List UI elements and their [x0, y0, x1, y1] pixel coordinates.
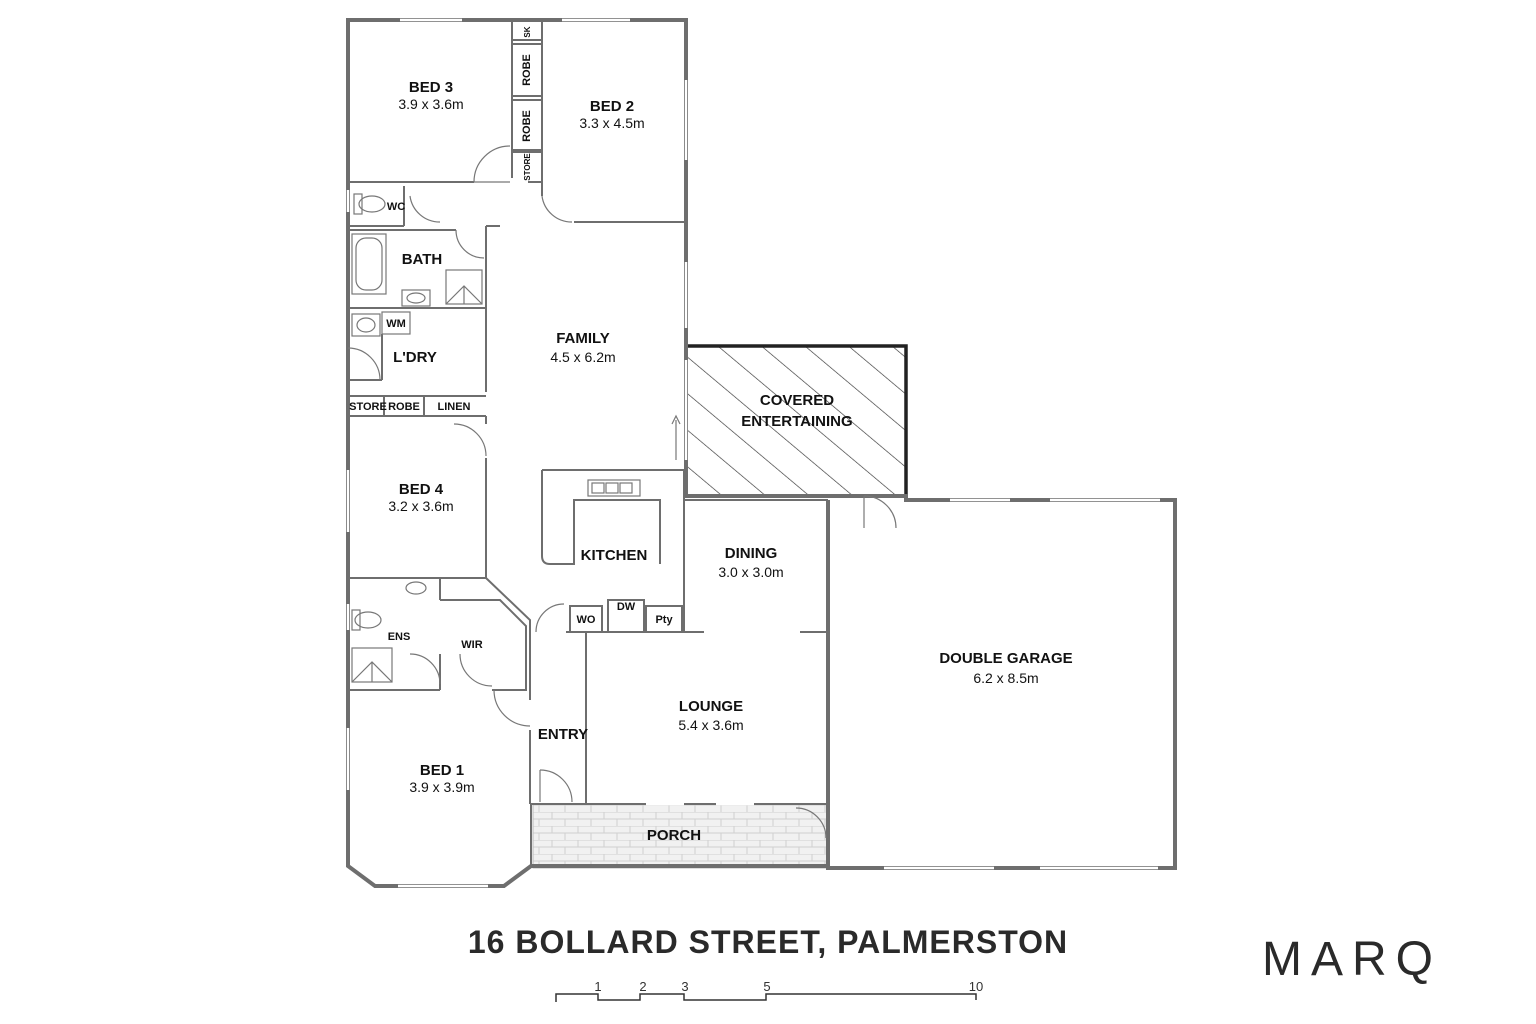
porch-label: PORCH [647, 827, 701, 844]
dining-dims: 3.0 x 3.0m [718, 564, 783, 580]
family-label: FAMILY [556, 330, 610, 347]
linen-label: LINEN [438, 401, 471, 413]
porch-paving [532, 803, 828, 869]
scale-tick-2: 2 [639, 979, 646, 994]
bed4-dims: 3.2 x 3.6m [388, 498, 453, 514]
robe-b-label: ROBE [521, 110, 533, 142]
bed3-dims: 3.9 x 3.6m [398, 96, 463, 112]
bed3-label: BED 3 [409, 79, 453, 96]
covered-label-2: ENTERTAINING [741, 413, 852, 430]
garage-label: DOUBLE GARAGE [939, 650, 1072, 667]
dining-label: DINING [725, 545, 778, 562]
interior-walls [348, 20, 828, 805]
wm-label: WM [386, 318, 406, 330]
pantry-label: Pty [655, 614, 673, 626]
family-dims: 4.5 x 6.2m [550, 349, 615, 365]
scale-tick-1: 1 [594, 979, 601, 994]
scale-tick-5: 5 [763, 979, 770, 994]
store-vertical-label: STORE [523, 153, 532, 181]
doors [347, 145, 897, 839]
lounge-label: LOUNGE [679, 698, 743, 715]
windows [346, 18, 1160, 888]
bed2-dims: 3.3 x 4.5m [579, 115, 644, 131]
wo-label: WO [577, 614, 596, 626]
bed2-label: BED 2 [590, 98, 634, 115]
laundry-label: L'DRY [393, 349, 437, 366]
store-label: STORE [349, 401, 387, 413]
bed1-label: BED 1 [420, 762, 464, 779]
fixtures [351, 193, 641, 683]
lounge-dims: 5.4 x 3.6m [678, 717, 743, 733]
wc-label: WC [387, 201, 405, 213]
brand-logo: MARQ [1262, 933, 1442, 986]
garage-dims: 6.2 x 8.5m [973, 670, 1038, 686]
ens-label: ENS [388, 631, 411, 643]
entry-label: ENTRY [538, 726, 588, 743]
scale-tick-3: 3 [681, 979, 688, 994]
covered-label-1: COVERED [760, 392, 834, 409]
robe-a-label: ROBE [521, 54, 533, 86]
covered-entertaining-area [686, 346, 906, 496]
dw-label: DW [617, 601, 636, 613]
sk-label: SK [523, 26, 532, 37]
robe-label: ROBE [388, 401, 420, 413]
property-address: 16 BOLLARD STREET, PALMERSTON [467, 924, 1069, 960]
kitchen-label: KITCHEN [581, 547, 648, 564]
exterior-wall [346, 18, 1177, 888]
wir-label: WIR [461, 639, 482, 651]
scale-bar: 1 2 3 5 10 [555, 979, 983, 1002]
bed4-label: BED 4 [399, 481, 444, 498]
bed1-dims: 3.9 x 3.9m [409, 779, 474, 795]
scale-tick-10: 10 [969, 979, 983, 994]
bath-label: BATH [402, 251, 443, 268]
